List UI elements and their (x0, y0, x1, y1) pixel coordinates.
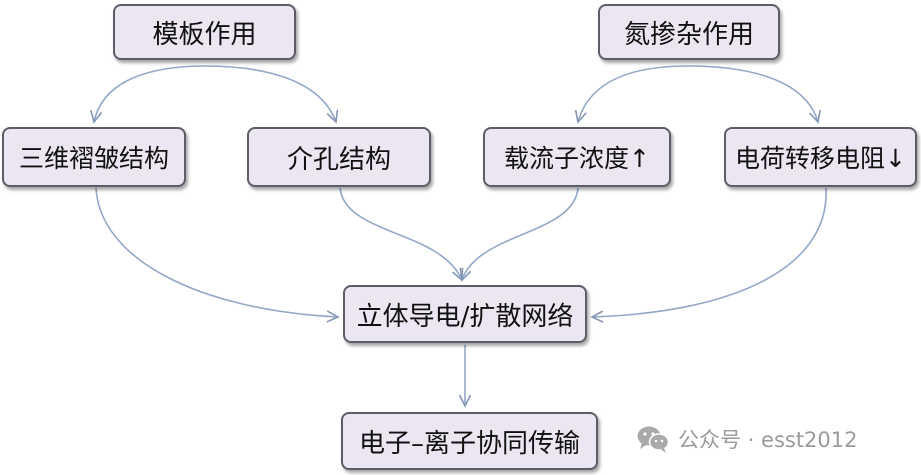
node-carrier-concentration: 载流子浓度↑ (483, 127, 671, 187)
watermark-text: 公众号 · esst2012 (678, 428, 858, 452)
node-nitrogen-doping-effect: 氮掺杂作用 (598, 4, 780, 60)
node-wrinkle-structure: 三维褶皱结构 (2, 127, 186, 187)
node-charge-transfer-resistance: 电荷转移电阻↓ (724, 127, 917, 187)
node-conductive-network: 立体导电/扩散网络 (343, 285, 587, 343)
arrow-nitrogen-to-resistance (687, 65, 821, 124)
wechat-icon (637, 426, 670, 453)
arrow-wrinkle-to-network (95, 187, 340, 323)
arrow-template-to-wrinkle (90, 65, 206, 124)
arrow-template-to-meso (204, 65, 339, 124)
watermark: 公众号 · esst2012 (636, 422, 858, 456)
node-mesopore-structure: 介孔结构 (247, 127, 431, 187)
arrow-meso-to-network (339, 187, 464, 282)
node-co-transport: 电子–离子协同传输 (341, 412, 598, 470)
arrow-resistance-to-network (590, 187, 827, 323)
node-template-effect: 模板作用 (113, 4, 296, 60)
arrow-carrier-to-network (459, 187, 579, 282)
arrow-nitrogen-to-carrier (574, 65, 689, 124)
